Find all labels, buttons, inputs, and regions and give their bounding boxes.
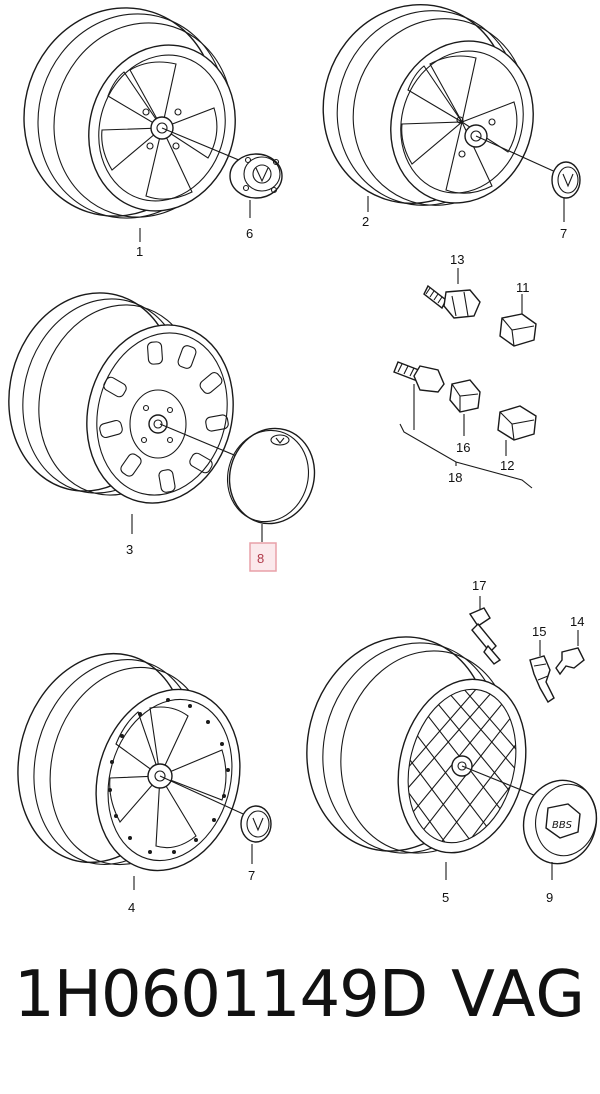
balance-weight-14[interactable] [555, 630, 585, 676]
nut-16[interactable] [449, 379, 481, 436]
wheel-bolt-13[interactable] [423, 268, 481, 319]
center-cap-7-bottom[interactable] [240, 805, 272, 864]
valve-stud-18[interactable] [393, 361, 445, 430]
label-14: 14 [570, 614, 584, 629]
label-4: 4 [128, 900, 135, 915]
label-9: 9 [546, 890, 553, 905]
brand-name: VAG [451, 958, 586, 1032]
label-2: 2 [362, 214, 369, 229]
nut-12[interactable] [497, 405, 537, 456]
center-cap-6[interactable] [229, 153, 283, 218]
label-6: 6 [246, 226, 253, 241]
label-13: 13 [450, 252, 464, 267]
wheel-4[interactable] [0, 634, 261, 890]
wheel-cover-8[interactable] [217, 418, 326, 542]
tire-valve-17[interactable] [468, 596, 502, 665]
part-number: 1H0601149D [14, 958, 428, 1032]
balance-weight-clip-15[interactable] [529, 640, 555, 703]
label-8: 8 [257, 551, 264, 566]
label-12: 12 [500, 458, 514, 473]
wheel-3[interactable] [0, 275, 271, 534]
label-11: 11 [516, 280, 530, 295]
footer: 1H0601149D VAG [0, 958, 600, 1068]
wheel-5[interactable] [285, 617, 560, 890]
label-15: 15 [532, 624, 546, 639]
label-18: 18 [448, 470, 462, 485]
highlight-8[interactable]: 8 [249, 542, 277, 572]
label-7-top: 7 [560, 226, 567, 241]
label-16: 16 [456, 440, 470, 455]
label-17: 17 [472, 578, 486, 593]
label-7-bottom: 7 [248, 868, 255, 883]
wheel-2[interactable] [298, 0, 561, 229]
nut-11[interactable] [499, 294, 537, 347]
center-cap-9[interactable]: BBS [515, 773, 600, 880]
exploded-parts-diagram: 1 6 2 7 [0, 0, 600, 915]
bbs-logo: BBS [552, 820, 573, 831]
center-cap-7-top[interactable] [551, 161, 581, 222]
wheel-1[interactable] [0, 0, 259, 243]
label-5: 5 [442, 890, 449, 905]
label-1: 1 [136, 244, 143, 259]
label-3: 3 [126, 542, 133, 557]
bracket-18 [399, 423, 533, 489]
